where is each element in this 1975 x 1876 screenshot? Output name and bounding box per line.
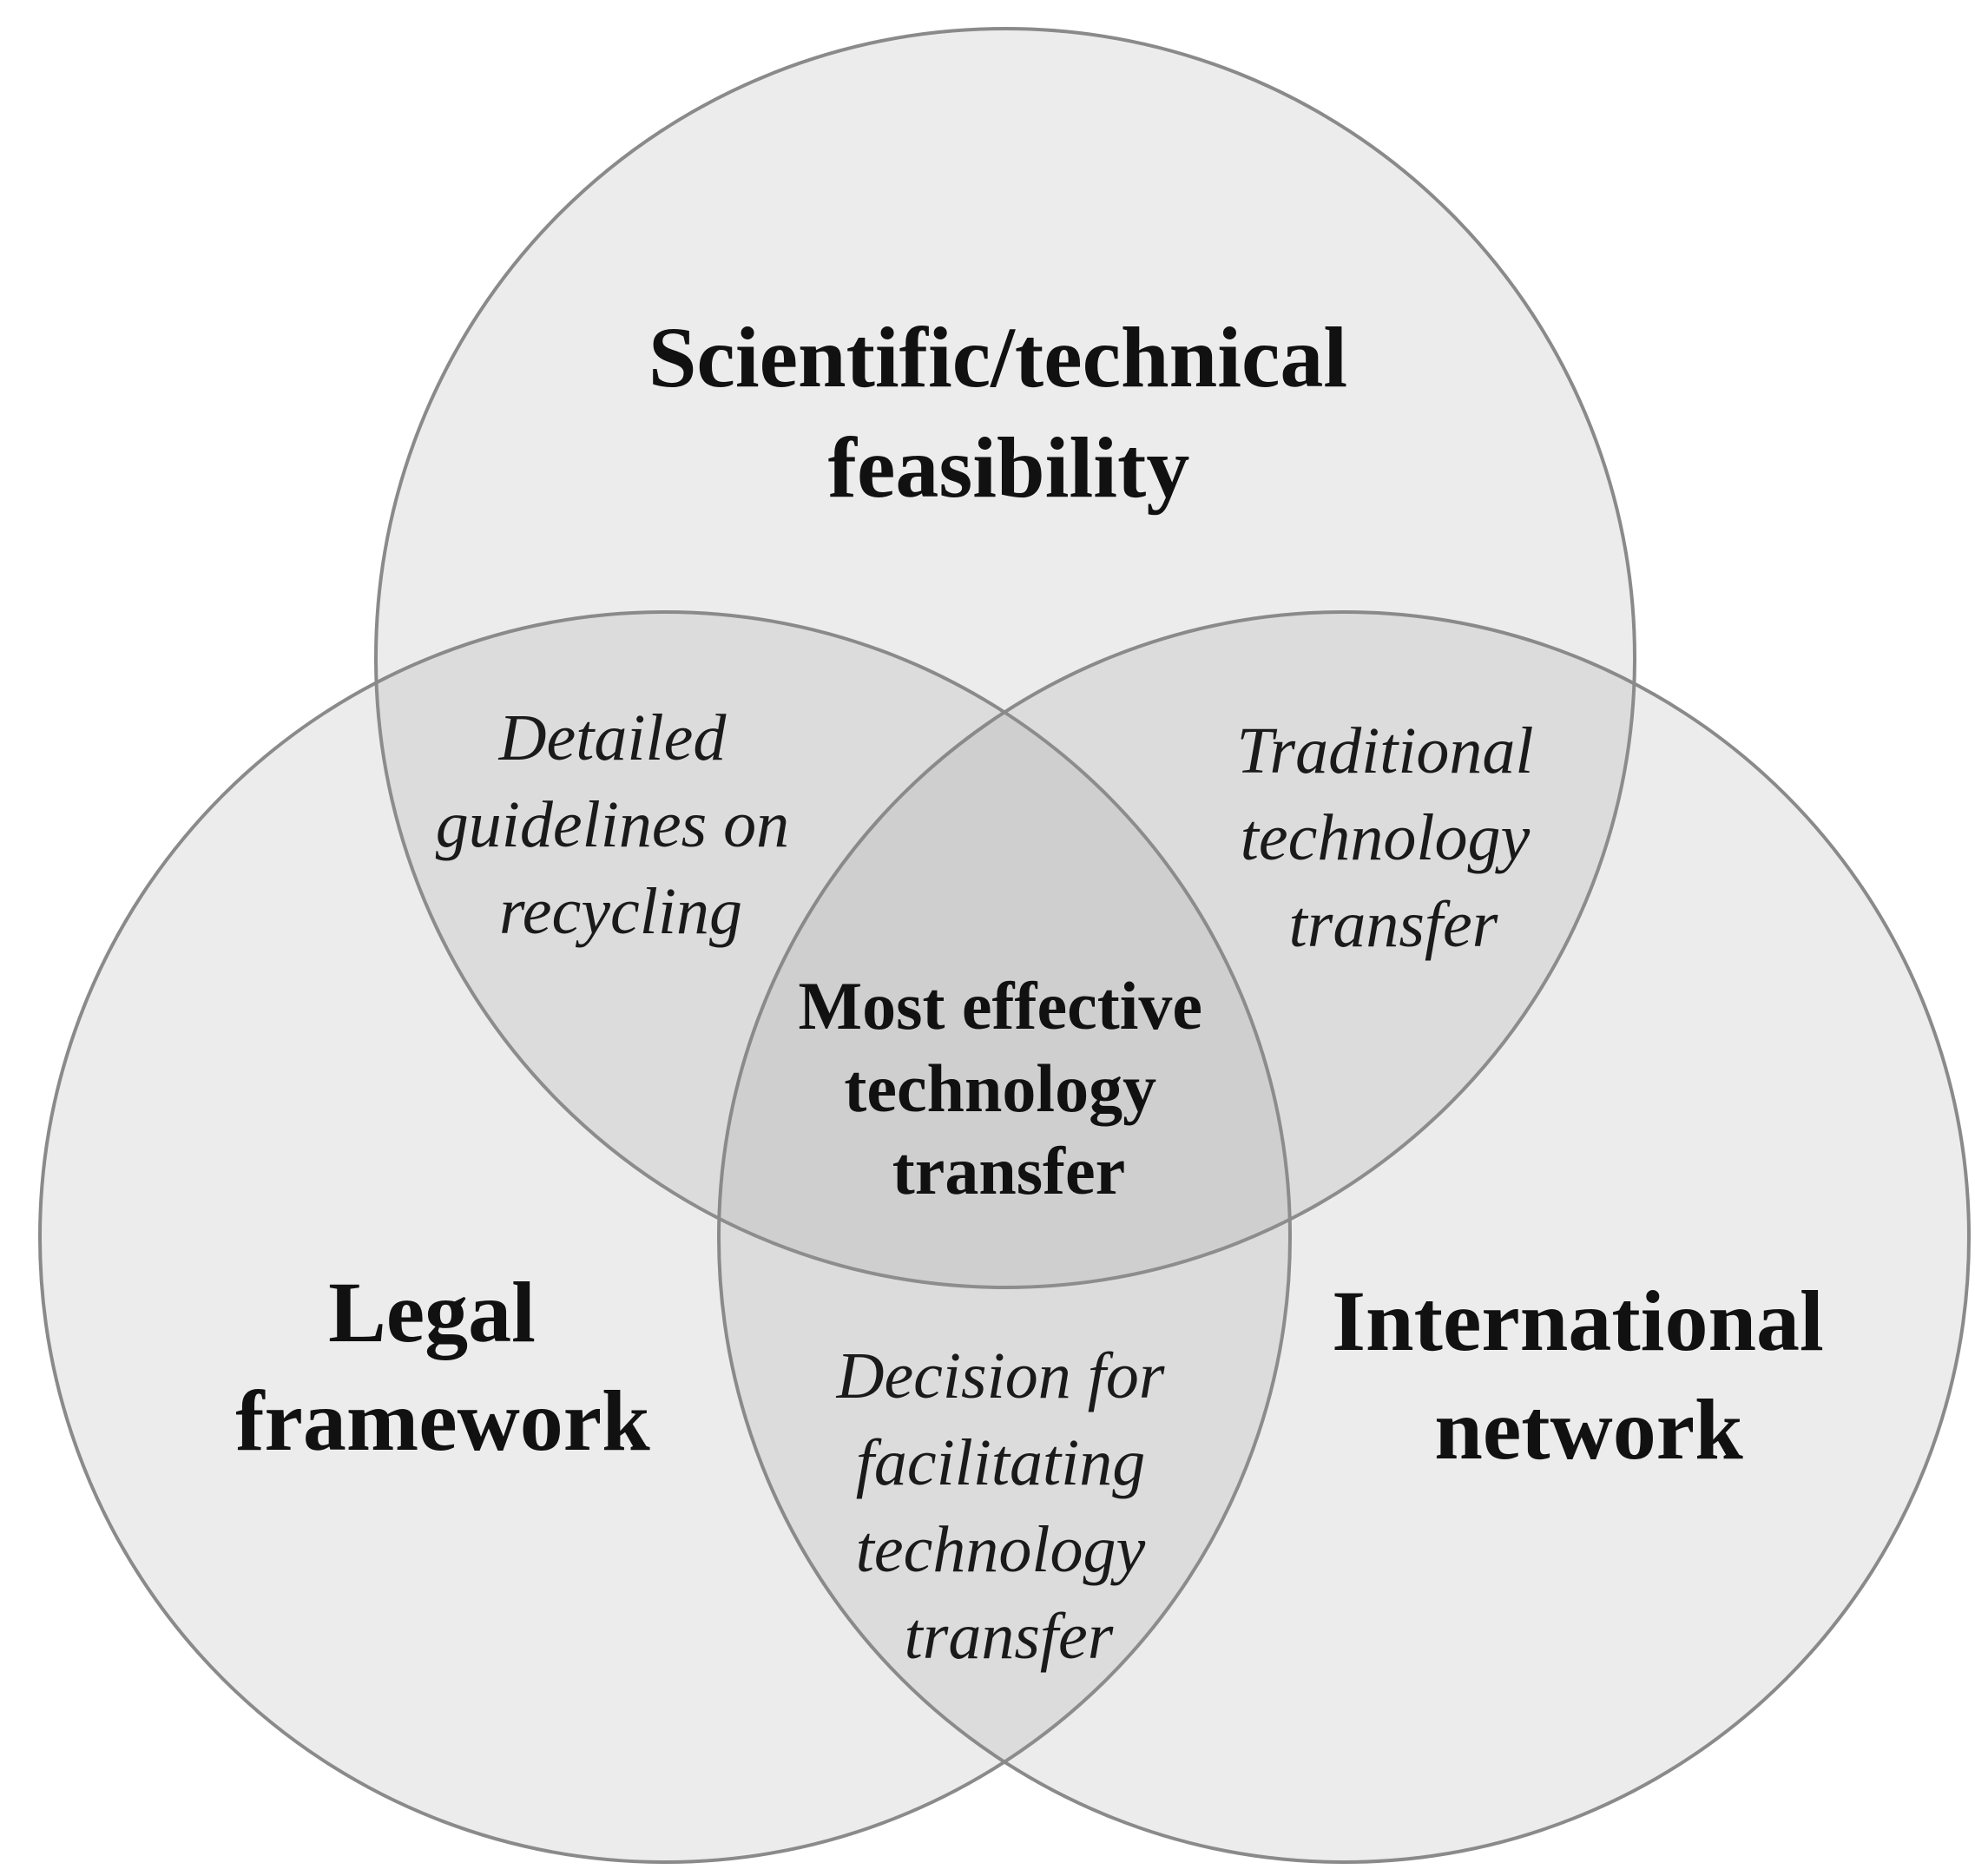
overlap-label-line: guidelines on xyxy=(436,788,789,861)
overlap-label-line: transfer xyxy=(1289,888,1498,961)
circle-scientific-technical xyxy=(374,27,1636,1289)
set-label-legal-framework: Legal framework xyxy=(235,1264,650,1469)
overlap-label-line: Detailed xyxy=(498,701,727,774)
set-label-line: International xyxy=(1332,1273,1824,1369)
set-label-line: Legal xyxy=(328,1264,536,1360)
overlap-label-line: Decision for xyxy=(836,1340,1165,1412)
center-label-line: Most effective xyxy=(798,968,1202,1043)
set-label-line: framework xyxy=(235,1372,650,1469)
overlap-label-line: facilitating xyxy=(856,1426,1146,1499)
set-label-international-network: International network xyxy=(1332,1273,1846,1478)
set-label-line: network xyxy=(1434,1381,1743,1478)
overlap-label-line: Traditional xyxy=(1236,714,1533,787)
center-label-line: technology xyxy=(844,1050,1156,1126)
overlap-label-line: recycling xyxy=(499,875,742,948)
overlap-label-line: technology xyxy=(1241,801,1531,874)
overlap-label-left-right: Decision for facilitating technology tra… xyxy=(836,1340,1182,1673)
set-label-line: feasibility xyxy=(828,419,1190,516)
overlap-label-line: transfer xyxy=(905,1600,1114,1673)
overlap-label-top-right: Traditional technology transfer xyxy=(1236,714,1550,961)
circle-legal-framework xyxy=(38,610,1292,1864)
circle-international-network xyxy=(717,610,1971,1864)
set-label-scientific-technical: Scientific/technical feasibility xyxy=(648,309,1369,516)
center-label-line: transfer xyxy=(892,1133,1126,1208)
center-label: Most effective technology transfer xyxy=(798,968,1219,1208)
overlap-label-line: technology xyxy=(856,1513,1146,1586)
overlap-label-top-left: Detailed guidelines on recycling xyxy=(436,701,806,948)
set-label-line: Scientific/technical xyxy=(648,309,1347,405)
